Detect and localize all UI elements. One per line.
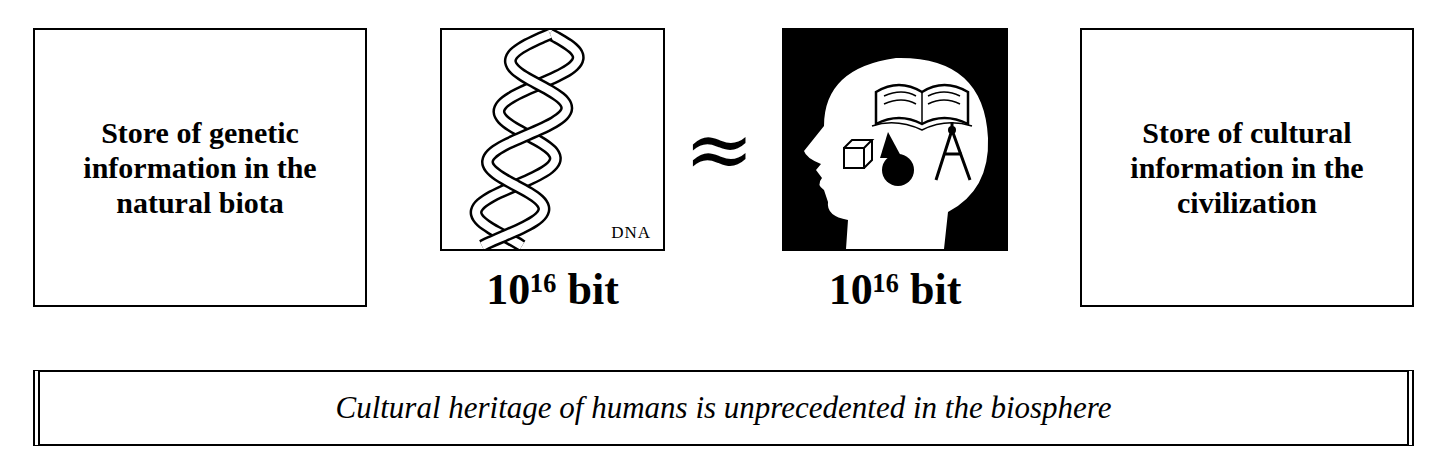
dna-picture-box: DNA10¹⁶ bit [440, 28, 665, 251]
approx-sign: ≈ [684, 104, 754, 194]
dna-helix [442, 30, 663, 249]
cultural-store-box: Store of cultural information in the civ… [1080, 28, 1414, 307]
head-shape [804, 58, 988, 249]
box-text: Store of genetic information in the natu… [83, 115, 318, 220]
sphere-icon [882, 154, 914, 186]
helix-strand [482, 34, 567, 246]
bit-count: 10¹⁶ bit [829, 265, 962, 315]
cube-icon [844, 140, 872, 168]
conclusion-text: Cultural heritage of humans is unprecede… [335, 389, 1111, 427]
genetic-store-box: Store of genetic information in the natu… [33, 28, 367, 307]
cone-icon [880, 132, 902, 158]
conclusion-banner: Cultural heritage of humans is unprecede… [33, 370, 1414, 446]
compass-icon [936, 122, 970, 180]
helix-strand [476, 34, 578, 246]
box-text: Store of cultural information in the civ… [1130, 115, 1365, 220]
head-picture-box: 10¹⁶ bit [782, 28, 1008, 251]
bit-count: 10¹⁶ bit [486, 265, 619, 315]
figure-label: DNA [611, 223, 651, 243]
head-silhouette [784, 30, 1006, 249]
